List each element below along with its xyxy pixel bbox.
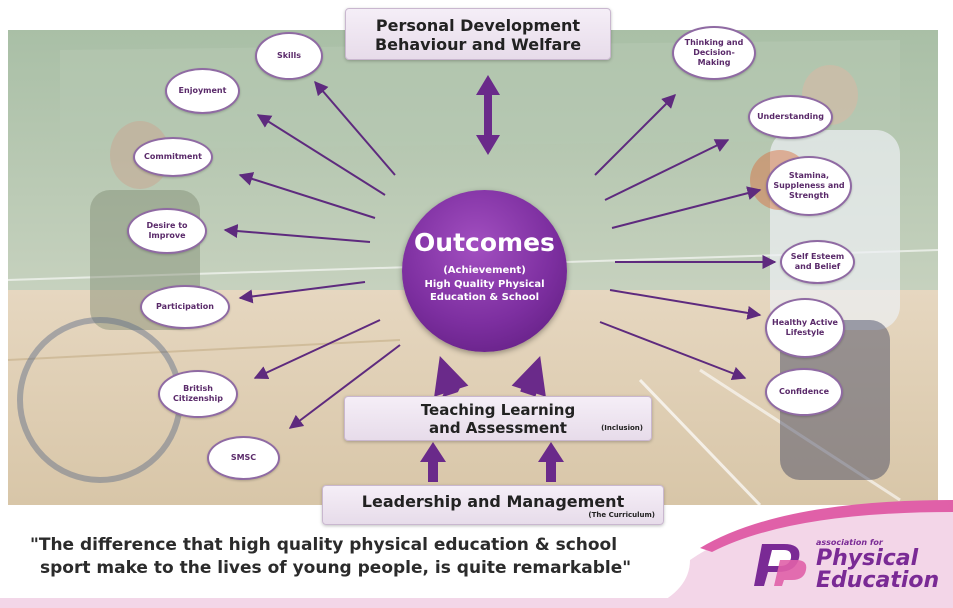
logo-text-association: association for: [816, 538, 883, 547]
oval-participation: Participation: [140, 285, 230, 329]
personal-development-line2: Behaviour and Welfare: [374, 35, 582, 55]
oval-healthy-active-lifestyle: Healthy Active Lifestyle: [765, 298, 845, 358]
oval-british-citizenship: British Citizenship: [158, 370, 238, 418]
up-arrows: [420, 355, 564, 482]
oval-desire-to-improve: Desire to Improve: [127, 208, 207, 254]
double-arrow: [476, 75, 500, 155]
arrow-desire: [223, 224, 371, 243]
oval-thinking: Thinking and Decision-Making: [672, 26, 756, 80]
outcomes-subtitle: (Achievement) High Quality Physical Educ…: [402, 264, 567, 305]
outcomes-title: Outcomes: [414, 228, 555, 257]
teaching-learning-box: Teaching Learning and Assessment (Inclus…: [344, 396, 652, 441]
logo-text-education: Education: [816, 568, 940, 593]
arrow-thinking: [594, 94, 676, 176]
oval-smsc: SMSC: [207, 436, 280, 480]
leadership-note: (The Curriculum): [588, 511, 655, 519]
teaching-learning-line2: and Assessment: [429, 419, 567, 437]
arrow-confidence: [599, 321, 747, 380]
oval-confidence: Confidence: [765, 368, 843, 416]
outcomes-subtitle-line: (Achievement): [443, 265, 526, 276]
arrow-stamina: [611, 186, 762, 229]
teaching-learning-note: (Inclusion): [601, 424, 643, 432]
teaching-learning-line1: Teaching Learning: [420, 401, 576, 419]
oval-understanding: Understanding: [748, 95, 833, 139]
outcomes-circle: Outcomes (Achievement) High Quality Phys…: [402, 190, 567, 352]
leadership-line1: Leadership and Management: [361, 492, 625, 511]
arrow-enjoyment: [256, 114, 386, 196]
personal-development-box: Personal Development Behaviour and Welfa…: [345, 8, 611, 60]
arrow-healthy: [609, 289, 762, 320]
logo-text-physical: Physical: [816, 546, 919, 571]
arrow-smsc: [288, 344, 401, 429]
afpe-logo-mark: [754, 544, 807, 586]
quote-text: "The difference that high quality physic…: [30, 534, 680, 580]
arrow-commitment: [238, 172, 376, 219]
oval-commitment: Commitment: [133, 137, 213, 177]
arrow-understanding: [604, 139, 730, 201]
leadership-box: Leadership and Management (The Curriculu…: [322, 485, 664, 525]
oval-enjoyment: Enjoyment: [165, 68, 240, 114]
quote-line1: "The difference that high quality physic…: [30, 535, 618, 555]
oval-stamina: Stamina, Suppleness and Strength: [766, 156, 852, 216]
quote-line2: sport make to the lives of young people,…: [40, 557, 632, 578]
personal-development-line1: Personal Development: [375, 16, 581, 35]
oval-self-esteem: Self Esteem and Belief: [780, 240, 855, 284]
outcomes-subtitle-line: High Quality Physical: [424, 278, 545, 290]
arrow-participation: [238, 281, 366, 304]
outcomes-subtitle-line: Education & School: [429, 292, 540, 303]
arrow-citizenship: [253, 319, 381, 380]
afpe-logo: association for Physical Education: [744, 536, 939, 593]
arrow-skills: [314, 80, 396, 176]
oval-skills: Skills: [255, 32, 323, 80]
